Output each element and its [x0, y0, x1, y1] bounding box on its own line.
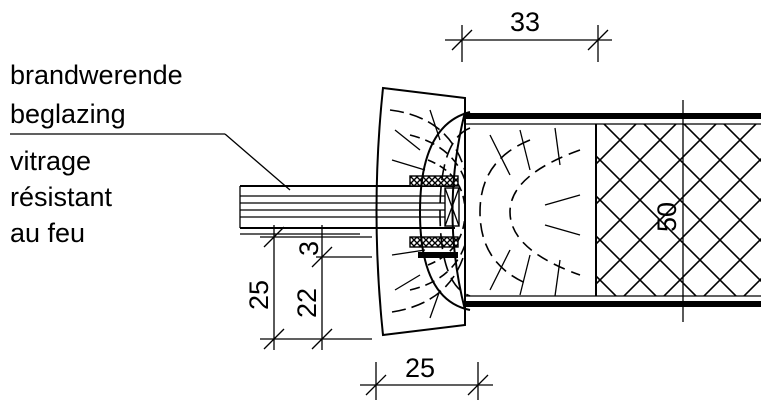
label-dutch-line1: brandwerende — [10, 60, 183, 90]
dimension-top-label: 33 — [510, 7, 540, 37]
dimension-core-label: 50 — [652, 202, 682, 232]
frame-profile — [418, 100, 761, 322]
label-block: brandwerende beglazing vitrage résistant… — [10, 60, 225, 248]
gasket-bottom — [409, 236, 459, 248]
label-dutch-line2: beglazing — [10, 99, 126, 129]
label-french-line3: au feu — [10, 218, 85, 248]
dimension-bottom: 25 — [360, 353, 493, 400]
label-french-line2: résistant — [10, 182, 113, 212]
dimension-depth-outer-label: 25 — [244, 280, 274, 310]
label-french-line1: vitrage — [10, 146, 91, 176]
dimension-gap-label: 3 — [294, 241, 324, 256]
dimension-vertical: 25 22 3 — [244, 225, 372, 350]
insulation-core — [596, 124, 761, 296]
leader-line — [224, 133, 291, 191]
gasket-top — [409, 175, 459, 187]
glazing-bead — [375, 86, 466, 337]
dimension-depth-inner-label: 22 — [292, 288, 322, 318]
glass-pane — [239, 185, 455, 235]
dimension-bottom-label: 25 — [405, 353, 435, 383]
dimension-top: 33 — [445, 7, 612, 62]
